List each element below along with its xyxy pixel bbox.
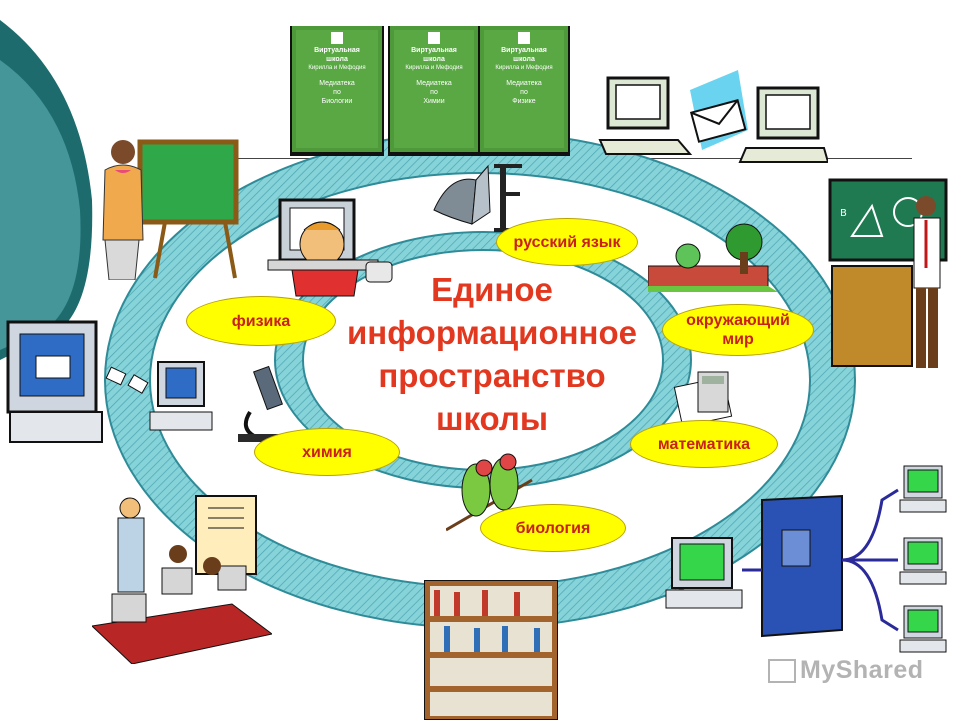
brochure-biology[interactable]: Виртуальная школа Кирилла и Мефодия Меди… <box>290 26 384 156</box>
subject-chemistry[interactable]: химия <box>254 428 400 476</box>
brochure-title: школа <box>423 56 445 63</box>
brochure-logo-icon <box>518 32 530 44</box>
brochure-media: Медиатека <box>506 80 542 87</box>
subject-label: русский язык <box>513 233 621 251</box>
brochure-chemistry[interactable]: Виртуальная школа Кирилла и Мефодия Меди… <box>388 26 480 156</box>
brochure-media: Биологии <box>321 98 353 105</box>
brochure-subtitle: Кирилла и Мефодия <box>405 65 463 71</box>
subject-math[interactable]: математика <box>630 420 778 468</box>
subject-label: химия <box>302 443 352 461</box>
center-title-line: школы <box>435 400 549 437</box>
subject-label: мир <box>722 331 754 348</box>
brochure-subtitle: Кирилла и Мефодия <box>308 65 366 71</box>
svg-text:B: B <box>840 208 847 219</box>
brochure-title: Виртуальная <box>501 47 547 54</box>
brochure-media: по <box>520 89 528 96</box>
garden-illustration <box>648 223 778 292</box>
brochure-logo-icon <box>428 32 440 44</box>
teacher-geometry-illustration: B <box>828 178 948 368</box>
brochure-media: Медиатека <box>416 80 452 87</box>
subject-label: математика <box>657 435 751 453</box>
subject-label: биология <box>515 519 591 537</box>
subject-biology[interactable]: биология <box>480 504 626 552</box>
calculator-papers-icon <box>673 371 733 428</box>
brochure-logo-icon <box>331 32 343 44</box>
subject-physics[interactable]: физика <box>186 296 336 346</box>
brochure-media: Физике <box>512 98 536 105</box>
email-exchange-computers <box>598 70 828 163</box>
network-server-illustration <box>665 465 947 653</box>
brochure-title: Виртуальная <box>314 47 360 54</box>
teacher-chalkboard-illustration <box>102 139 239 280</box>
brochure-media: Медиатека <box>319 80 355 87</box>
parrots-illustration <box>446 453 533 532</box>
brochure-title: школа <box>513 56 535 63</box>
subject-russian-language[interactable]: русский язык <box>496 218 638 266</box>
left-computers-email <box>6 320 213 443</box>
bookshelf-illustration <box>424 580 558 720</box>
brochure-physics[interactable]: Виртуальная школа Кирилла и Мефодия Меди… <box>478 26 570 156</box>
watermark-logo-icon <box>768 659 796 684</box>
classroom-computers-illustration <box>92 495 272 664</box>
brochure-title: школа <box>326 56 348 63</box>
center-title-line: Единое <box>431 271 553 308</box>
brochure-title: Виртуальная <box>411 47 457 54</box>
left-decoration <box>0 20 93 360</box>
watermark: MyShared <box>768 656 924 685</box>
brochure-media: Химии <box>423 98 445 105</box>
brochure-subtitle: Кирилла и Мефодия <box>495 65 553 71</box>
brochure-media: по <box>333 89 341 96</box>
brochure-media: по <box>430 89 438 96</box>
subject-label: физика <box>231 312 291 330</box>
watermark-suffix: Shared <box>835 656 924 684</box>
subject-world[interactable]: окружающий мир <box>662 304 814 356</box>
child-computer-illustration <box>267 198 393 297</box>
watermark-prefix: My <box>800 656 836 684</box>
center-title-line: информационное <box>347 314 637 351</box>
center-title: Единое информационное пространство школы <box>322 268 662 440</box>
center-title-line: пространство <box>378 357 606 394</box>
alphabet-letters-icon <box>433 164 526 232</box>
subject-label: окружающий <box>686 312 790 329</box>
